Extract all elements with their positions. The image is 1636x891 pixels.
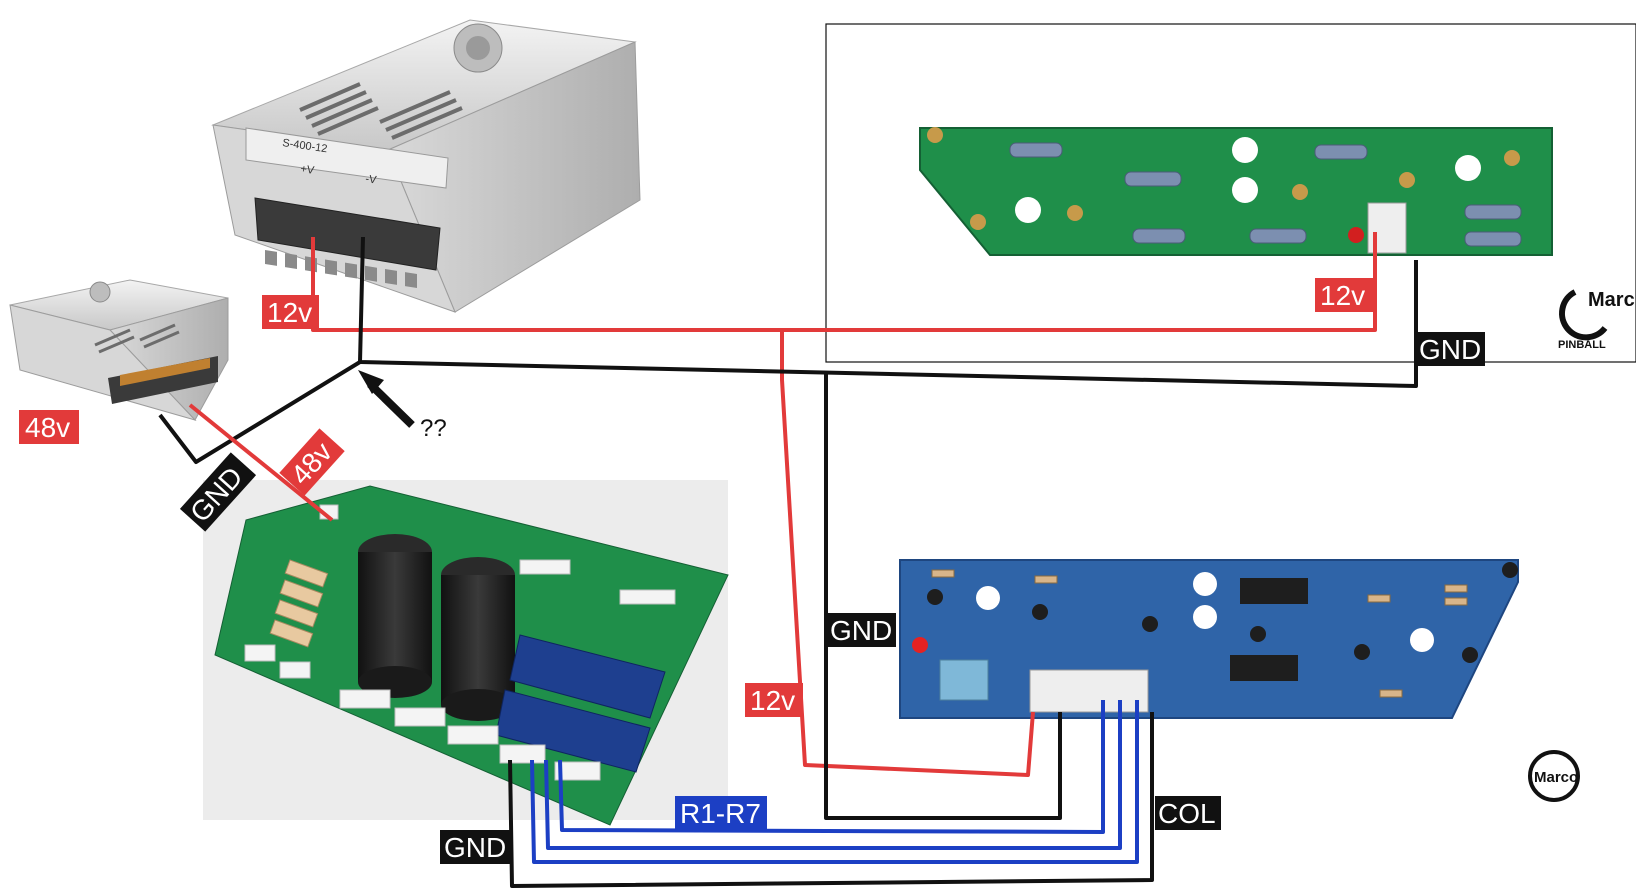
emitter-frame	[825, 23, 1636, 363]
label-psu-large-12v: 12v	[262, 295, 319, 329]
label-bottom-gnd: GND	[440, 830, 510, 864]
label-col: COL	[1155, 796, 1221, 830]
wire-48v	[188, 403, 334, 522]
label-receiver-gnd: GND	[826, 613, 896, 647]
wire-r1	[558, 700, 1105, 834]
marco-logo-top-sub: PINBALL	[1558, 339, 1606, 351]
wires	[158, 232, 1418, 888]
emitter-12v-text: 12v	[1320, 280, 1365, 311]
emitter-gnd-text: GND	[1419, 334, 1481, 365]
label-psu-small-48v: 48v	[19, 410, 79, 444]
label-rows: R1-R7	[675, 796, 767, 830]
psu-large-12v-text: 12v	[267, 297, 312, 328]
col-text: COL	[1158, 798, 1216, 829]
marco-logo-bottom: Marco	[1528, 750, 1580, 802]
arrow-icon	[358, 370, 415, 428]
wire-r3	[530, 700, 1139, 864]
marco-logo-top-word: Marco	[1588, 289, 1636, 311]
power-supply-small	[9, 279, 229, 421]
label-emitter-12v: 12v	[1315, 278, 1373, 312]
psu-small-48v-text: 48v	[25, 412, 70, 443]
wire-gnd-receiver	[824, 374, 1062, 820]
driver-board	[203, 480, 729, 826]
rows-text: R1-R7	[680, 798, 761, 829]
wire-12v	[311, 232, 1377, 332]
receiver-gnd-text: GND	[830, 615, 892, 646]
psu-minus-v-label: -V	[365, 173, 378, 187]
marco-logo-bottom-word: Marco	[1534, 769, 1578, 786]
psu-plus-v-label: +V	[300, 163, 316, 177]
power-supply-large: S-400-12 +V -V	[211, 19, 641, 313]
receiver-12v-text: 12v	[750, 685, 795, 716]
wire-gnd-bottom	[508, 712, 1154, 888]
question-label: ??	[420, 415, 447, 442]
wire-r2	[544, 700, 1122, 850]
wire-12v-receiver	[780, 330, 1035, 777]
wire-gnd-psu-small	[158, 360, 362, 464]
label-receiver-12v: 12v	[745, 683, 803, 717]
receiver-board	[899, 559, 1519, 719]
bottom-gnd-text: GND	[444, 832, 506, 863]
marco-logo: Marco PINBALL	[1558, 289, 1636, 351]
emitter-board	[919, 127, 1553, 256]
wire-gnd-main	[358, 236, 1418, 388]
label-emitter-gnd: GND	[1415, 332, 1485, 366]
